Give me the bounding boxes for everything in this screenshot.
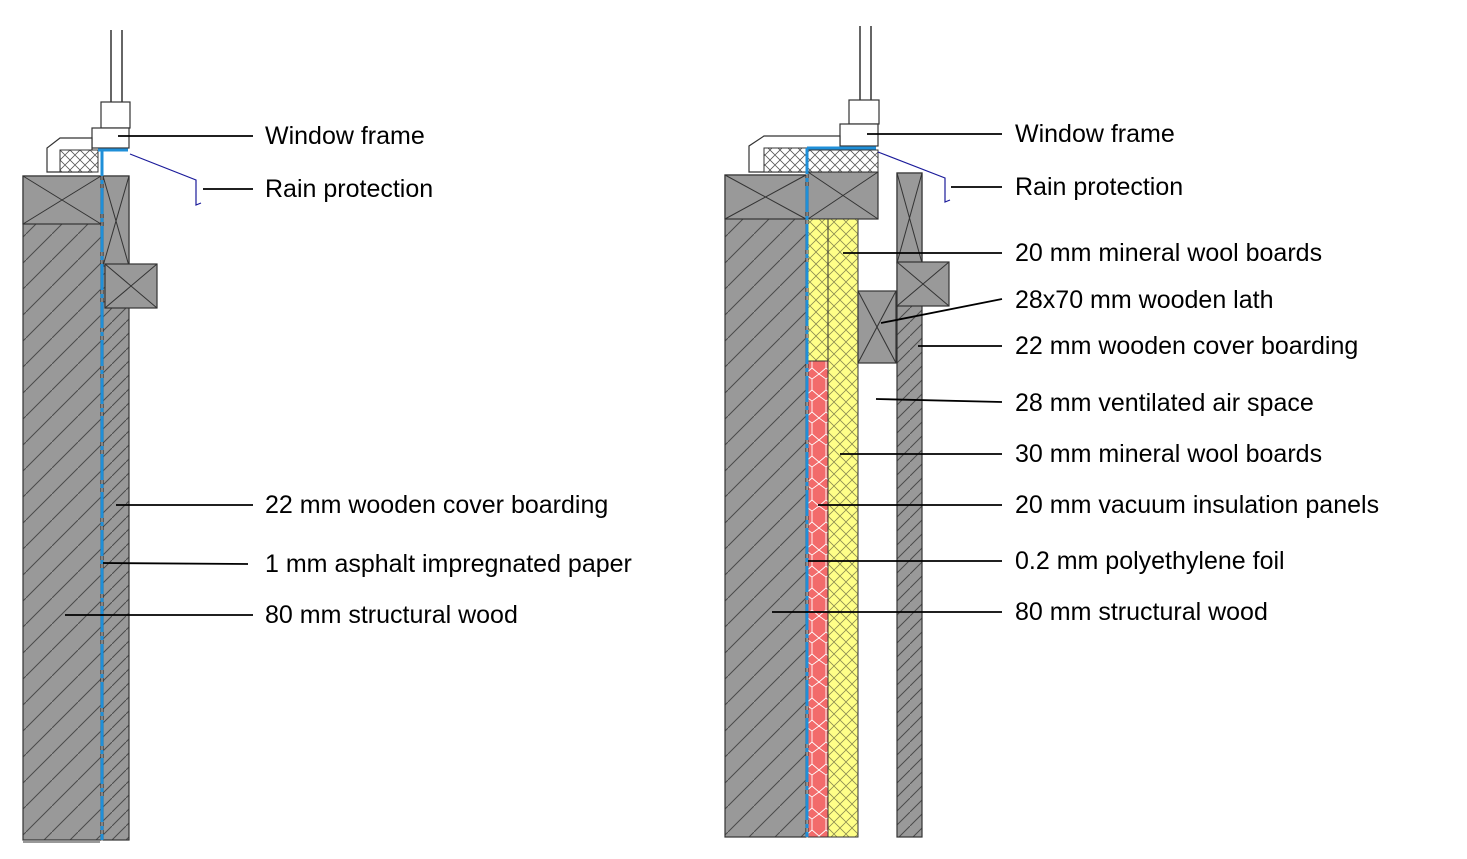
left-wall-section [22,30,202,843]
right-label-air-space: 28 mm ventilated air space [1015,389,1314,417]
left-label-cover-boarding: 22 mm wooden cover boarding [265,491,609,519]
left-label-asphalt-paper: 1 mm asphalt impregnated paper [265,550,632,578]
right-label-pe-foil: 0.2 mm polyethylene foil [1015,547,1285,575]
right-window-frame-top [848,99,880,125]
left-leaders [65,135,253,616]
left-structural-wood [22,175,102,841]
right-mineral-wool-30 [827,218,859,838]
right-label-cover-boarding: 22 mm wooden cover boarding [1015,332,1359,360]
right-label-structural-wood: 80 mm structural wood [1015,598,1268,626]
right-mineral-wool-20 [807,218,829,362]
left-window-frame [91,127,130,149]
right-wall-section [724,26,951,838]
right-vacuum-panels [807,360,829,838]
left-label-window-frame: Window frame [265,122,425,150]
right-rain-protection [877,151,951,203]
right-structural-wood [724,174,807,838]
right-label-window-frame: Window frame [1015,120,1175,148]
left-label-structural-wood: 80 mm structural wood [265,601,518,629]
right-window-frame [839,123,879,147]
right-label-wooden-lath: 28x70 mm wooden lath [1015,286,1274,314]
right-label-mineral-wool-30: 30 mm mineral wool boards [1015,440,1323,468]
right-label-mineral-wool-20: 20 mm mineral wool boards [1015,239,1323,267]
left-sill-insulation [59,149,99,173]
right-sill-insulation [763,147,811,173]
right-leaders [772,133,1003,613]
right-label-vacuum-panels: 20 mm vacuum insulation panels [1015,491,1380,519]
left-rain-protection [129,153,202,206]
right-label-rain-protection: Rain protection [1015,173,1184,201]
left-label-rain-protection: Rain protection [265,175,434,203]
left-window-frame-top [100,101,131,129]
